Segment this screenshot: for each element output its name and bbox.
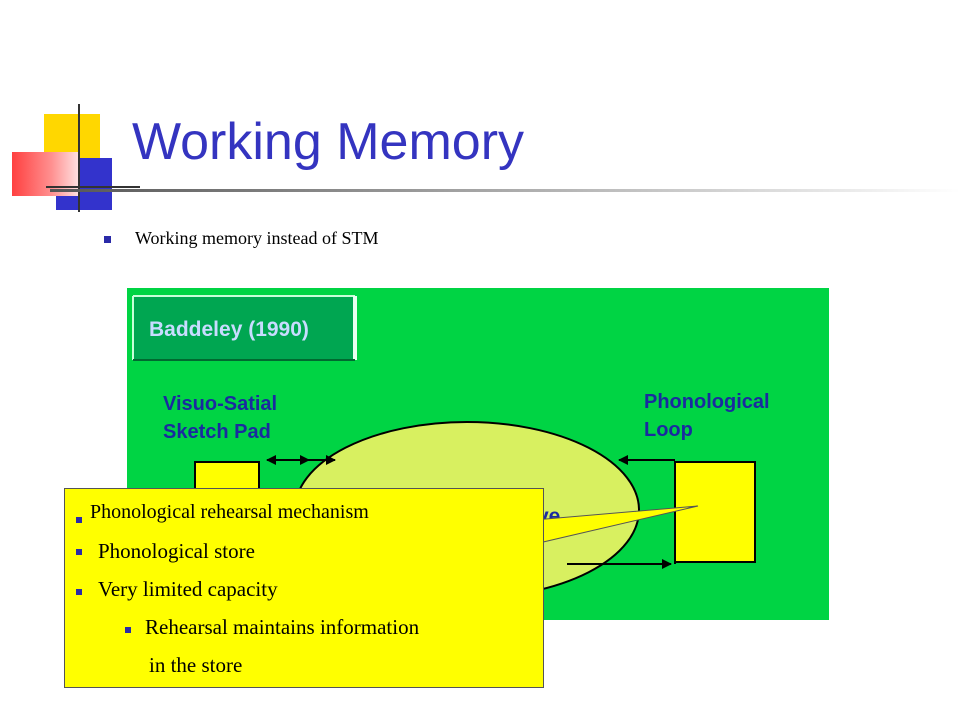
callout-box: Phonological rehearsal mechanism Phonolo…: [64, 488, 544, 688]
slide-title: Working Memory: [132, 113, 525, 171]
visuospatial-label-line1: Visuo-Satial: [163, 393, 277, 415]
callout-subitem-continuation: in the store: [149, 653, 243, 677]
badge: Baddeley (1990): [132, 295, 357, 361]
callout-item: Phonological rehearsal mechanism: [90, 501, 369, 523]
bullet-marker: [104, 236, 111, 243]
callout-bullet: [76, 549, 82, 555]
phonological-loop-box: [674, 461, 756, 563]
callout-bullet: [76, 517, 82, 523]
logo-red-bar: [12, 152, 78, 196]
callout-bullet: [76, 589, 82, 595]
title-underline: [50, 189, 960, 192]
callout-bullet-sub: [125, 627, 131, 633]
callout-item: Phonological store: [98, 539, 255, 563]
visuospatial-label-line2: Sketch Pad: [163, 421, 271, 443]
bullet-text: Working memory instead of STM: [135, 228, 379, 248]
badge-label: Baddeley (1990): [149, 318, 309, 341]
phonological-label-line1: Phonological: [644, 391, 770, 413]
logo-horizontal-line: [46, 186, 140, 188]
slide-logo: [0, 0, 140, 220]
callout-subitem: Rehearsal maintains information: [145, 615, 420, 639]
phonological-label-line2: Loop: [644, 419, 693, 441]
callout-item: Very limited capacity: [98, 577, 278, 601]
logo-vertical-line: [78, 104, 80, 212]
